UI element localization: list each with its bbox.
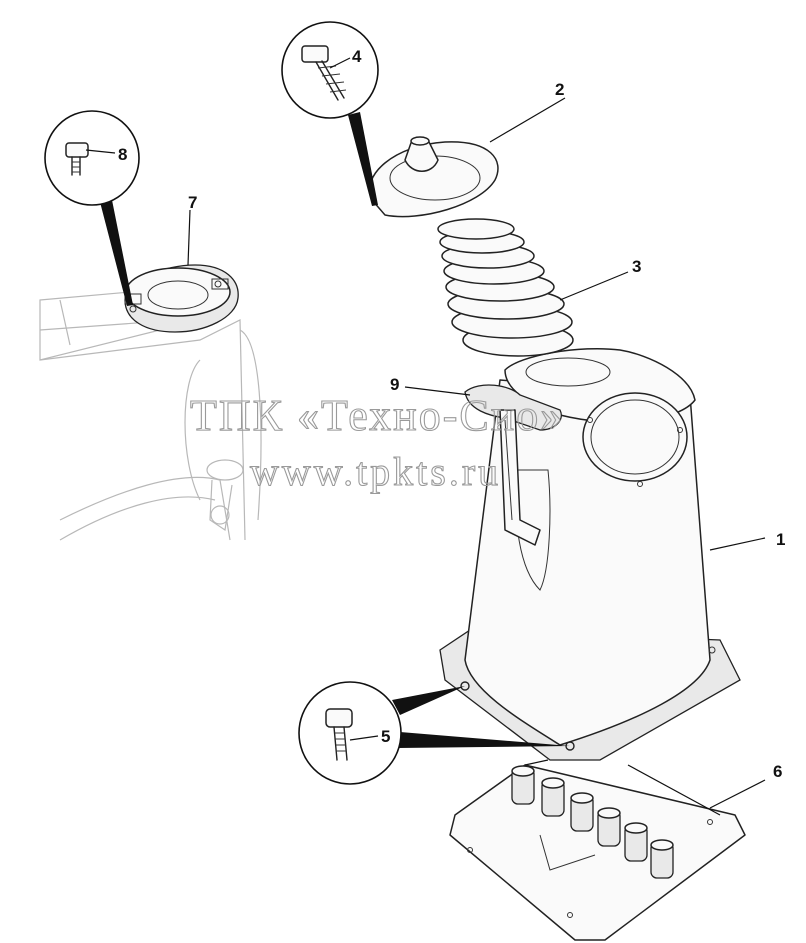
part-label-7: 7 [188,193,197,212]
vehicle-context-ghost [39,291,262,541]
part-label-8: 8 [118,145,127,164]
part-1-console-housing [439,347,741,761]
connector-row [511,765,674,879]
part-6-bottom-panel [449,764,746,941]
part-label-3: 3 [632,257,641,276]
part-label-4: 4 [352,47,362,66]
part-label-2: 2 [555,80,564,99]
leader-lines [187,97,766,816]
part-9-lever [464,384,562,546]
part-3-bellows-boot [437,218,574,357]
watermark-company: ТПК «Техно-Сио» [190,391,564,440]
part-label-9: 9 [390,375,399,394]
part-2-gaiter [369,136,499,218]
callout-4 [281,21,379,206]
part-label-5: 5 [381,727,390,746]
part-label-6: 6 [773,762,782,781]
part-7-cover-plate [124,264,239,333]
part-label-1: 1 [776,530,785,549]
watermark-url: www.tpkts.ru [250,449,501,494]
callout-8 [44,110,140,306]
callout-5 [298,681,570,785]
